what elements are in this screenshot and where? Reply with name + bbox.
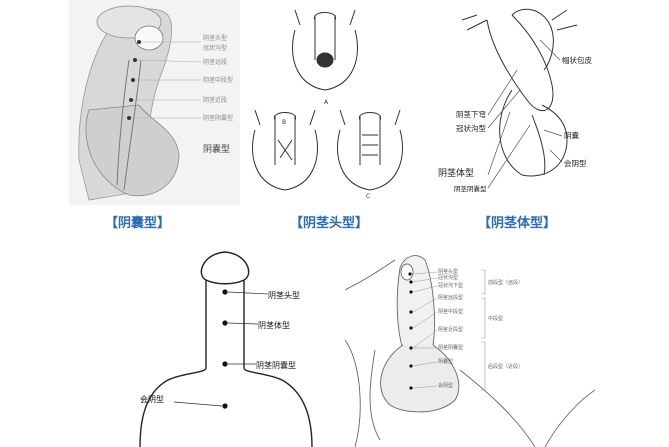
panel-glans-type: A B C	[240, 0, 415, 205]
figure-b	[252, 109, 318, 191]
dot-shaft	[222, 320, 228, 326]
dot-penoscrotal	[222, 361, 228, 367]
p3-label-shaft: 阴茎体型	[438, 167, 474, 179]
scrotal-type-illustration: 阴茎头型 冠状沟型 阴茎远段 阴茎中段型 阴茎近段 阴茎阴囊型 阴囊型	[69, 0, 250, 205]
p4-label-shaft: 阴茎体型	[258, 320, 290, 330]
p1-label-5: 阴茎阴囊型	[203, 114, 233, 122]
p3-label-distal: 阴茎下穹	[456, 109, 486, 119]
panel-schematic: 阴茎头型 阴茎体型 阴茎阴囊型 会阴型	[130, 240, 330, 447]
p5-left-6: 阴茎阴囊型	[438, 344, 463, 351]
p5-left-5: 阴茎近段型	[438, 326, 463, 333]
p3-label-penoscrotal: 阴茎阴囊型	[454, 184, 487, 193]
p4-label-penoscrotal: 阴茎阴囊型	[256, 360, 296, 370]
p1-label-0: 阴茎头型	[203, 34, 227, 42]
shaft-type-illustration: 帽状包皮 阴茎下穹 冠状沟型 阴茎体型 阴茎阴囊型 阴囊 会阴型	[432, 0, 602, 205]
p5-right-2: 后段型（近段）	[488, 363, 523, 370]
letter-c: C	[366, 193, 370, 200]
p1-label-4: 阴茎近段	[203, 96, 227, 104]
p4-label-perineal: 会阴型	[140, 394, 164, 404]
letter-b: B	[282, 119, 286, 126]
dot-perineal	[222, 403, 228, 409]
p3-label-coronal: 冠状沟型	[456, 123, 486, 133]
p3-label-scrotum: 阴囊	[564, 130, 579, 140]
p5-left-0: 阴茎头型	[438, 268, 458, 275]
p1-label-2: 阴茎远段	[203, 58, 227, 66]
p1-label-3: 阴茎中段型	[203, 76, 233, 84]
letter-a: A	[324, 99, 329, 106]
p1-scrotal-label: 阴囊型	[203, 143, 230, 155]
p4-label-glans: 阴茎头型	[268, 290, 300, 300]
figure-c	[337, 109, 403, 191]
p5-left-7: 阴囊型	[438, 358, 453, 365]
caption-glans: 【阴茎头型】	[290, 216, 369, 231]
p5-left-4: 阴茎中段型	[438, 308, 463, 315]
panel-scrotal-type: 阴茎头型 冠状沟型 阴茎远段 阴茎中段型 阴茎近段 阴茎阴囊型 阴囊型	[69, 0, 250, 205]
dot-glans	[222, 289, 228, 295]
caption-shaft: 【阴茎体型】	[478, 216, 557, 231]
p5-left-2: 冠状沟下型	[438, 282, 463, 289]
p3-label-hood: 帽状包皮	[562, 55, 592, 65]
p3-label-perineal: 会阴型	[564, 158, 587, 168]
p5-left-1: 冠状沟型	[438, 274, 458, 281]
p5-right-1: 中段型	[488, 315, 503, 322]
p1-label-1: 冠状沟型	[203, 44, 227, 52]
figure-a	[292, 9, 358, 91]
detailed-illustration: 阴茎头型 冠状沟型 冠状沟下型 阴茎远段型 阴茎中段型 阴茎近段型 阴茎阴囊型 …	[345, 250, 595, 447]
glans-type-illustration: A B C	[240, 0, 415, 205]
schematic-illustration: 阴茎头型 阴茎体型 阴茎阴囊型 会阴型	[130, 240, 330, 447]
caption-scrotal: 【阴囊型】	[105, 216, 171, 231]
panel-detailed: 阴茎头型 冠状沟型 冠状沟下型 阴茎远段型 阴茎中段型 阴茎近段型 阴茎阴囊型 …	[345, 250, 595, 447]
p5-right-0: 前段型（远段）	[488, 279, 523, 286]
p5-left-8: 会阴型	[438, 382, 453, 389]
panel-shaft-type: 帽状包皮 阴茎下穹 冠状沟型 阴茎体型 阴茎阴囊型 阴囊 会阴型	[432, 0, 602, 205]
p5-left-3: 阴茎远段型	[438, 294, 463, 301]
